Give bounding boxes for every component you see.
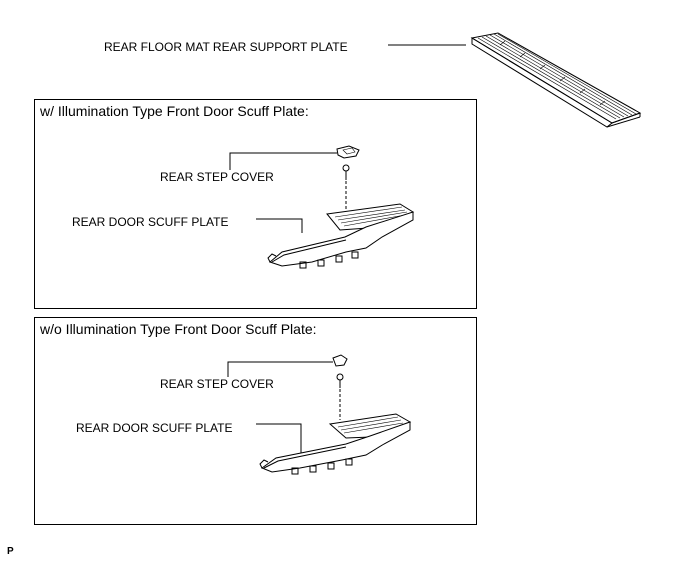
rear-door-scuff-plate-label: REAR DOOR SCUFF PLATE bbox=[76, 421, 233, 435]
panel2-drawing bbox=[227, 354, 412, 475]
panel-title: w/o Illumination Type Front Door Scuff P… bbox=[40, 321, 317, 337]
rear-step-cover-label: REAR STEP COVER bbox=[160, 377, 274, 391]
panel-with-illumination: w/ Illumination Type Front Door Scuff Pl… bbox=[34, 99, 477, 309]
rear-door-scuff-plate-label: REAR DOOR SCUFF PLATE bbox=[72, 215, 229, 229]
panel-title: w/ Illumination Type Front Door Scuff Pl… bbox=[40, 103, 309, 119]
corner-mark: P bbox=[7, 546, 14, 557]
rear-step-cover-label: REAR STEP COVER bbox=[160, 170, 274, 184]
support-plate-drawing bbox=[388, 32, 642, 128]
panel1-drawing bbox=[229, 145, 415, 269]
support-plate-label: REAR FLOOR MAT REAR SUPPORT PLATE bbox=[104, 40, 348, 54]
